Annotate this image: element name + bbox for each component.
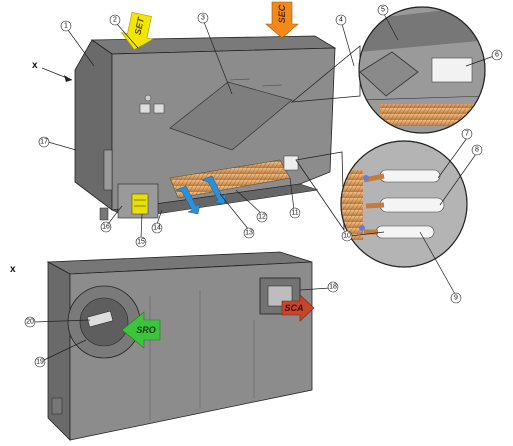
callout-20: 20 bbox=[24, 316, 36, 328]
svg-text:4: 4 bbox=[339, 17, 343, 24]
sro-arrow-label: SRO bbox=[136, 325, 156, 335]
svg-text:18: 18 bbox=[329, 284, 337, 291]
callout-11: 11 bbox=[289, 207, 301, 219]
svg-text:15: 15 bbox=[137, 239, 145, 246]
foot bbox=[99, 207, 109, 221]
pipe-connection bbox=[379, 169, 441, 183]
upper-unit bbox=[74, 35, 337, 221]
sensor bbox=[144, 94, 152, 102]
terminal-connector bbox=[139, 103, 151, 114]
svg-text:7: 7 bbox=[465, 131, 469, 138]
callout-16: 16 bbox=[100, 221, 112, 233]
pipe-fitting bbox=[283, 155, 299, 171]
callout-2: 2 bbox=[109, 14, 121, 26]
sca-arrow: SCA bbox=[281, 294, 315, 322]
panel-diamond bbox=[359, 51, 419, 97]
view-marker-lower: x bbox=[10, 264, 16, 275]
callout-14: 14 bbox=[151, 222, 163, 234]
callout-19: 19 bbox=[34, 356, 46, 368]
set-arrow-label: SET bbox=[133, 15, 147, 36]
svg-text:6: 6 bbox=[495, 52, 499, 59]
svg-text:17: 17 bbox=[40, 139, 48, 146]
callout-18: 18 bbox=[327, 281, 339, 293]
svg-text:9: 9 bbox=[454, 295, 458, 302]
callout-4: 4 bbox=[335, 14, 347, 26]
pipe-connection bbox=[379, 197, 445, 213]
svg-text:8: 8 bbox=[475, 147, 479, 154]
sca-arrow-label: SCA bbox=[284, 303, 303, 313]
svg-text:11: 11 bbox=[291, 210, 298, 217]
sec-arrow: SEC bbox=[265, 1, 299, 39]
svg-text:3: 3 bbox=[201, 15, 205, 22]
foot bbox=[51, 397, 63, 415]
svg-text:10: 10 bbox=[343, 233, 351, 240]
svg-text:12: 12 bbox=[258, 214, 266, 221]
callout-7: 7 bbox=[461, 128, 473, 140]
gasket bbox=[431, 57, 473, 83]
svg-text:5: 5 bbox=[381, 7, 385, 14]
svg-text:13: 13 bbox=[245, 230, 253, 237]
sro-arrow: SRO bbox=[121, 311, 161, 349]
set-arrow: SET bbox=[120, 11, 154, 50]
supply-arrow bbox=[201, 175, 227, 205]
terminal-block bbox=[131, 193, 149, 215]
svg-text:19: 19 bbox=[36, 359, 44, 366]
callout-12: 12 bbox=[256, 211, 268, 223]
svg-text:1: 1 bbox=[64, 23, 68, 30]
detail-view-pipes bbox=[340, 140, 468, 268]
lower-unit bbox=[46, 251, 313, 441]
callout-6: 6 bbox=[491, 49, 503, 61]
callout-1: 1 bbox=[60, 20, 72, 32]
access-panel bbox=[169, 81, 293, 151]
svg-text:14: 14 bbox=[153, 225, 161, 232]
outlet-damper bbox=[86, 310, 114, 328]
pipe-connection bbox=[375, 225, 435, 239]
svg-text:2: 2 bbox=[113, 17, 117, 24]
supply-arrow bbox=[175, 185, 201, 215]
svg-text:16: 16 bbox=[102, 224, 110, 231]
callout-3: 3 bbox=[197, 12, 209, 24]
side-pipe bbox=[103, 149, 113, 191]
callout-10: 10 bbox=[341, 230, 353, 242]
sec-arrow-label: SEC bbox=[277, 4, 287, 23]
callout-5: 5 bbox=[377, 4, 389, 16]
terminal-connector bbox=[153, 103, 165, 114]
callout-17: 17 bbox=[38, 136, 50, 148]
callout-15: 15 bbox=[135, 236, 147, 248]
supply-arrows bbox=[175, 175, 227, 215]
callout-13: 13 bbox=[243, 227, 255, 239]
callout-9: 9 bbox=[450, 292, 462, 304]
view-marker-upper: x bbox=[32, 60, 38, 71]
svg-text:20: 20 bbox=[26, 319, 34, 326]
callout-8: 8 bbox=[471, 144, 483, 156]
detail-view-panel bbox=[358, 6, 486, 134]
